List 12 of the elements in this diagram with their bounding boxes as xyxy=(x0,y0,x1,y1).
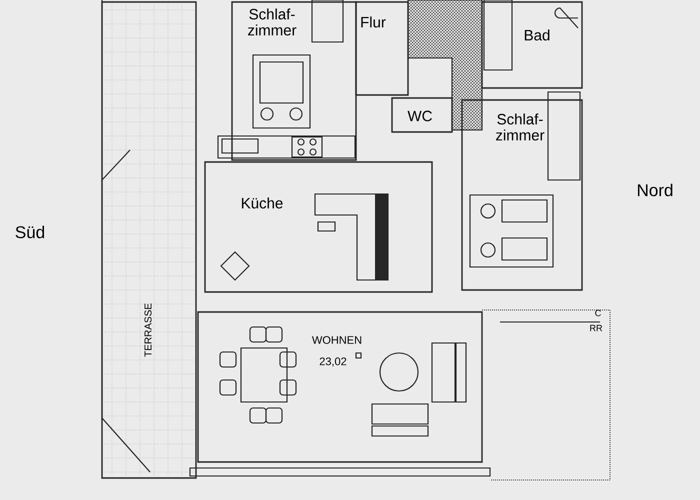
room: TERRASSE xyxy=(101,1,197,479)
room: Flur xyxy=(355,1,409,96)
compass-label: Nord xyxy=(638,184,672,196)
room: Schlaf- zimmer xyxy=(231,1,357,161)
compass-label: Süd xyxy=(16,226,44,238)
room: WOHNEN 23,02 xyxy=(197,311,483,463)
room: Küche xyxy=(204,161,433,293)
room: WC xyxy=(391,97,453,133)
room: Bad xyxy=(481,1,583,89)
compass-label: RR xyxy=(590,324,602,332)
room: Schlaf- zimmer xyxy=(461,99,583,291)
compass-label: C xyxy=(595,310,601,316)
